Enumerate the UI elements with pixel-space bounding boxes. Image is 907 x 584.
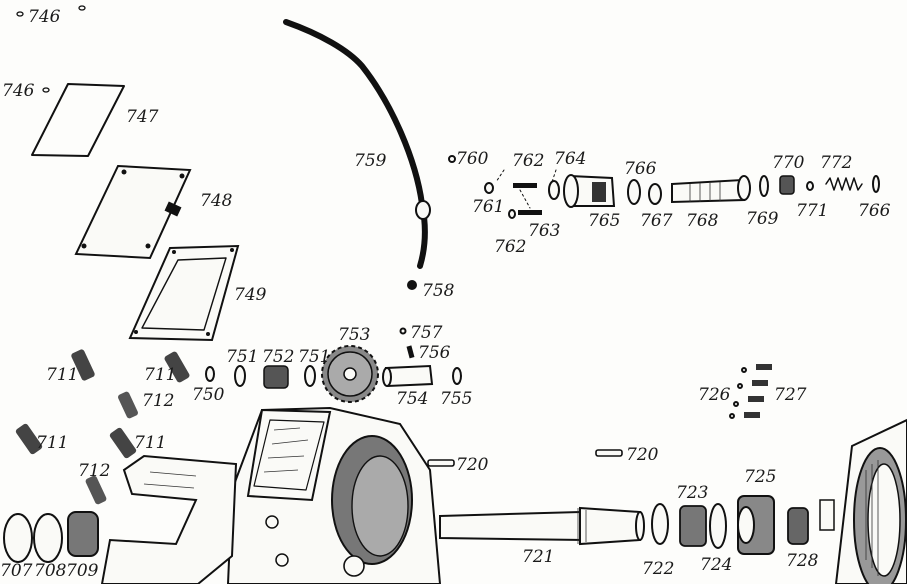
label-762-bottom: 762 — [494, 237, 526, 257]
label-758: 758 — [422, 281, 455, 301]
label-711-d: 711 — [134, 433, 166, 453]
label-763: 763 — [528, 221, 560, 241]
gearbox-housing — [226, 406, 442, 584]
label-767: 767 — [640, 211, 673, 231]
cover-plate-747 — [31, 83, 125, 157]
label-770: 770 — [772, 153, 805, 173]
label-754: 754 — [396, 389, 428, 409]
label-772: 772 — [820, 153, 852, 173]
bell-housing-flange — [819, 418, 907, 584]
label-747: 747 — [126, 107, 159, 127]
label-746-top: 746 — [28, 7, 61, 27]
label-720-a: 720 — [456, 455, 489, 475]
label-765: 765 — [588, 211, 620, 231]
label-751-a: 751 — [226, 347, 258, 367]
label-721: 721 — [522, 547, 554, 567]
label-771: 771 — [796, 201, 828, 221]
label-711-a: 711 — [46, 365, 78, 385]
label-725: 725 — [744, 467, 776, 487]
label-760: 760 — [456, 149, 489, 169]
label-720-b: 720 — [626, 445, 659, 465]
selector-shaft-group — [448, 155, 880, 219]
label-726: 726 — [698, 385, 731, 405]
label-746-left: 746 — [2, 81, 35, 101]
label-768: 768 — [686, 211, 719, 231]
rings-707-709 — [3, 511, 99, 563]
label-769: 769 — [746, 209, 779, 229]
label-755: 755 — [440, 389, 472, 409]
lever-759 — [283, 19, 431, 290]
label-711-c: 711 — [36, 433, 68, 453]
label-712-b: 712 — [78, 461, 110, 481]
plate-748 — [74, 164, 192, 260]
label-757: 757 — [410, 323, 443, 343]
gasket-749 — [128, 244, 240, 342]
label-761: 761 — [472, 197, 504, 217]
gear-group-750-757 — [205, 327, 462, 403]
label-749: 749 — [234, 285, 267, 305]
label-753: 753 — [338, 325, 370, 345]
label-727: 727 — [774, 385, 807, 405]
label-748: 748 — [200, 191, 233, 211]
label-766-a: 766 — [624, 159, 657, 179]
studs-711-712 — [15, 349, 190, 505]
label-722: 722 — [642, 559, 674, 579]
label-766-b: 766 — [858, 201, 891, 221]
label-723: 723 — [676, 483, 708, 503]
part-number-labels: 746 746 747 748 749 759 758 760 761 762 … — [0, 7, 891, 581]
main-shaft-group — [427, 449, 809, 555]
label-750: 750 — [192, 385, 225, 405]
label-756: 756 — [418, 343, 451, 363]
label-711-b: 711 — [144, 365, 176, 385]
label-759: 759 — [354, 151, 387, 171]
label-724: 724 — [700, 555, 732, 575]
label-764: 764 — [554, 149, 586, 169]
label-728: 728 — [786, 551, 819, 571]
label-752: 752 — [262, 347, 294, 367]
mounting-bracket — [100, 454, 238, 584]
label-707: 707 — [0, 561, 33, 581]
label-762-top: 762 — [512, 151, 544, 171]
label-712-a: 712 — [142, 391, 174, 411]
label-709: 709 — [66, 561, 99, 581]
label-751-b: 751 — [298, 347, 330, 367]
label-708: 708 — [34, 561, 67, 581]
bolts-726-727 — [729, 364, 772, 419]
